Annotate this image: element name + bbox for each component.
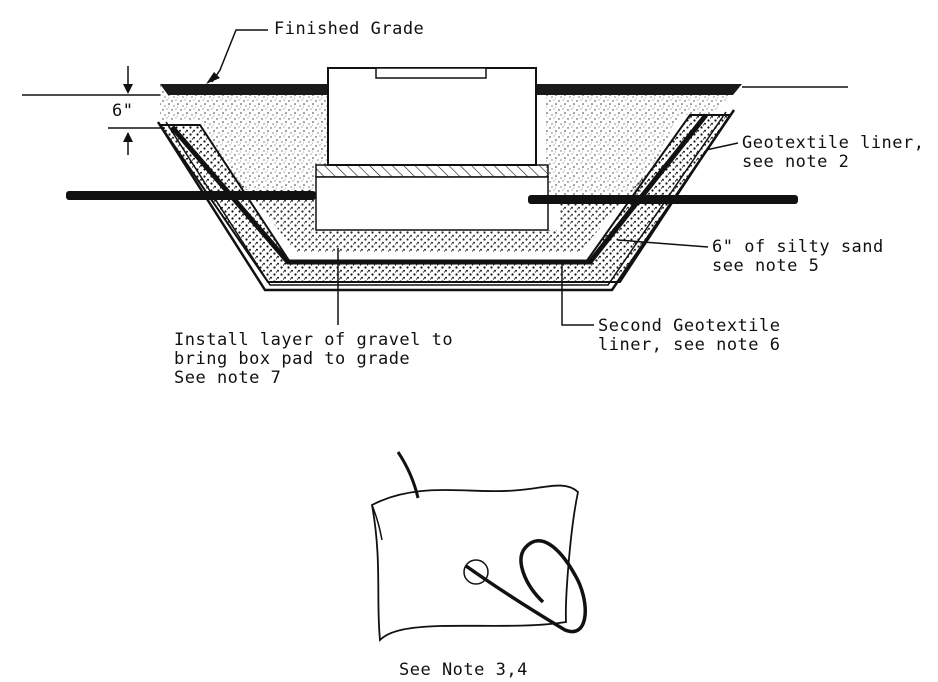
fabric-fold [371, 504, 383, 541]
finished-grade-band-right [537, 84, 742, 95]
silty-sand-leader [617, 239, 709, 248]
pipe-right [528, 195, 798, 204]
finished-grade-leader [211, 29, 268, 83]
finished-grade-band-left [160, 84, 328, 95]
arrow-head-up-icon [123, 132, 133, 142]
finished-grade-label: Finished Grade [274, 19, 424, 39]
geotextile-label-line1: Geotextile liner, [742, 133, 925, 153]
fabric-sheet [370, 484, 579, 642]
valve-box [327, 67, 537, 166]
backfill-right [546, 85, 742, 195]
gravel-layer [200, 120, 690, 252]
hole-circle [463, 559, 489, 585]
geotextile-sheet-sketch [370, 451, 587, 642]
valve-box-lid [375, 67, 487, 79]
pipe-left [66, 191, 316, 200]
geotextile-label-line2: see note 2 [742, 152, 849, 172]
gravel-label-line3: See note 7 [174, 368, 281, 388]
silty-sand-label-line2: see note 5 [712, 256, 819, 276]
silty-sand-label-line1: 6" of silty sand [712, 237, 884, 257]
wire-loop [464, 539, 587, 634]
wire-top [396, 451, 420, 499]
gravel-label-line2: bring box pad to grade [174, 349, 410, 369]
second-geotextile-label-line1: Second Geotextile [598, 316, 781, 336]
arrow-head-icon [206, 72, 220, 84]
see-note-3-4-label: See Note 3,4 [399, 660, 528, 680]
second-geotextile-label-line2: liner, see note 6 [598, 335, 781, 355]
gravel-label-line1: Install layer of gravel to [174, 330, 453, 350]
second-geotextile-leader [561, 262, 594, 326]
box-hatched-band [315, 164, 549, 178]
six-inch-label: 6" [112, 101, 133, 121]
arrow-head-down-icon [123, 84, 133, 94]
backfill-left [160, 85, 328, 190]
geotextile-leader [705, 142, 739, 151]
box-base [315, 176, 549, 231]
